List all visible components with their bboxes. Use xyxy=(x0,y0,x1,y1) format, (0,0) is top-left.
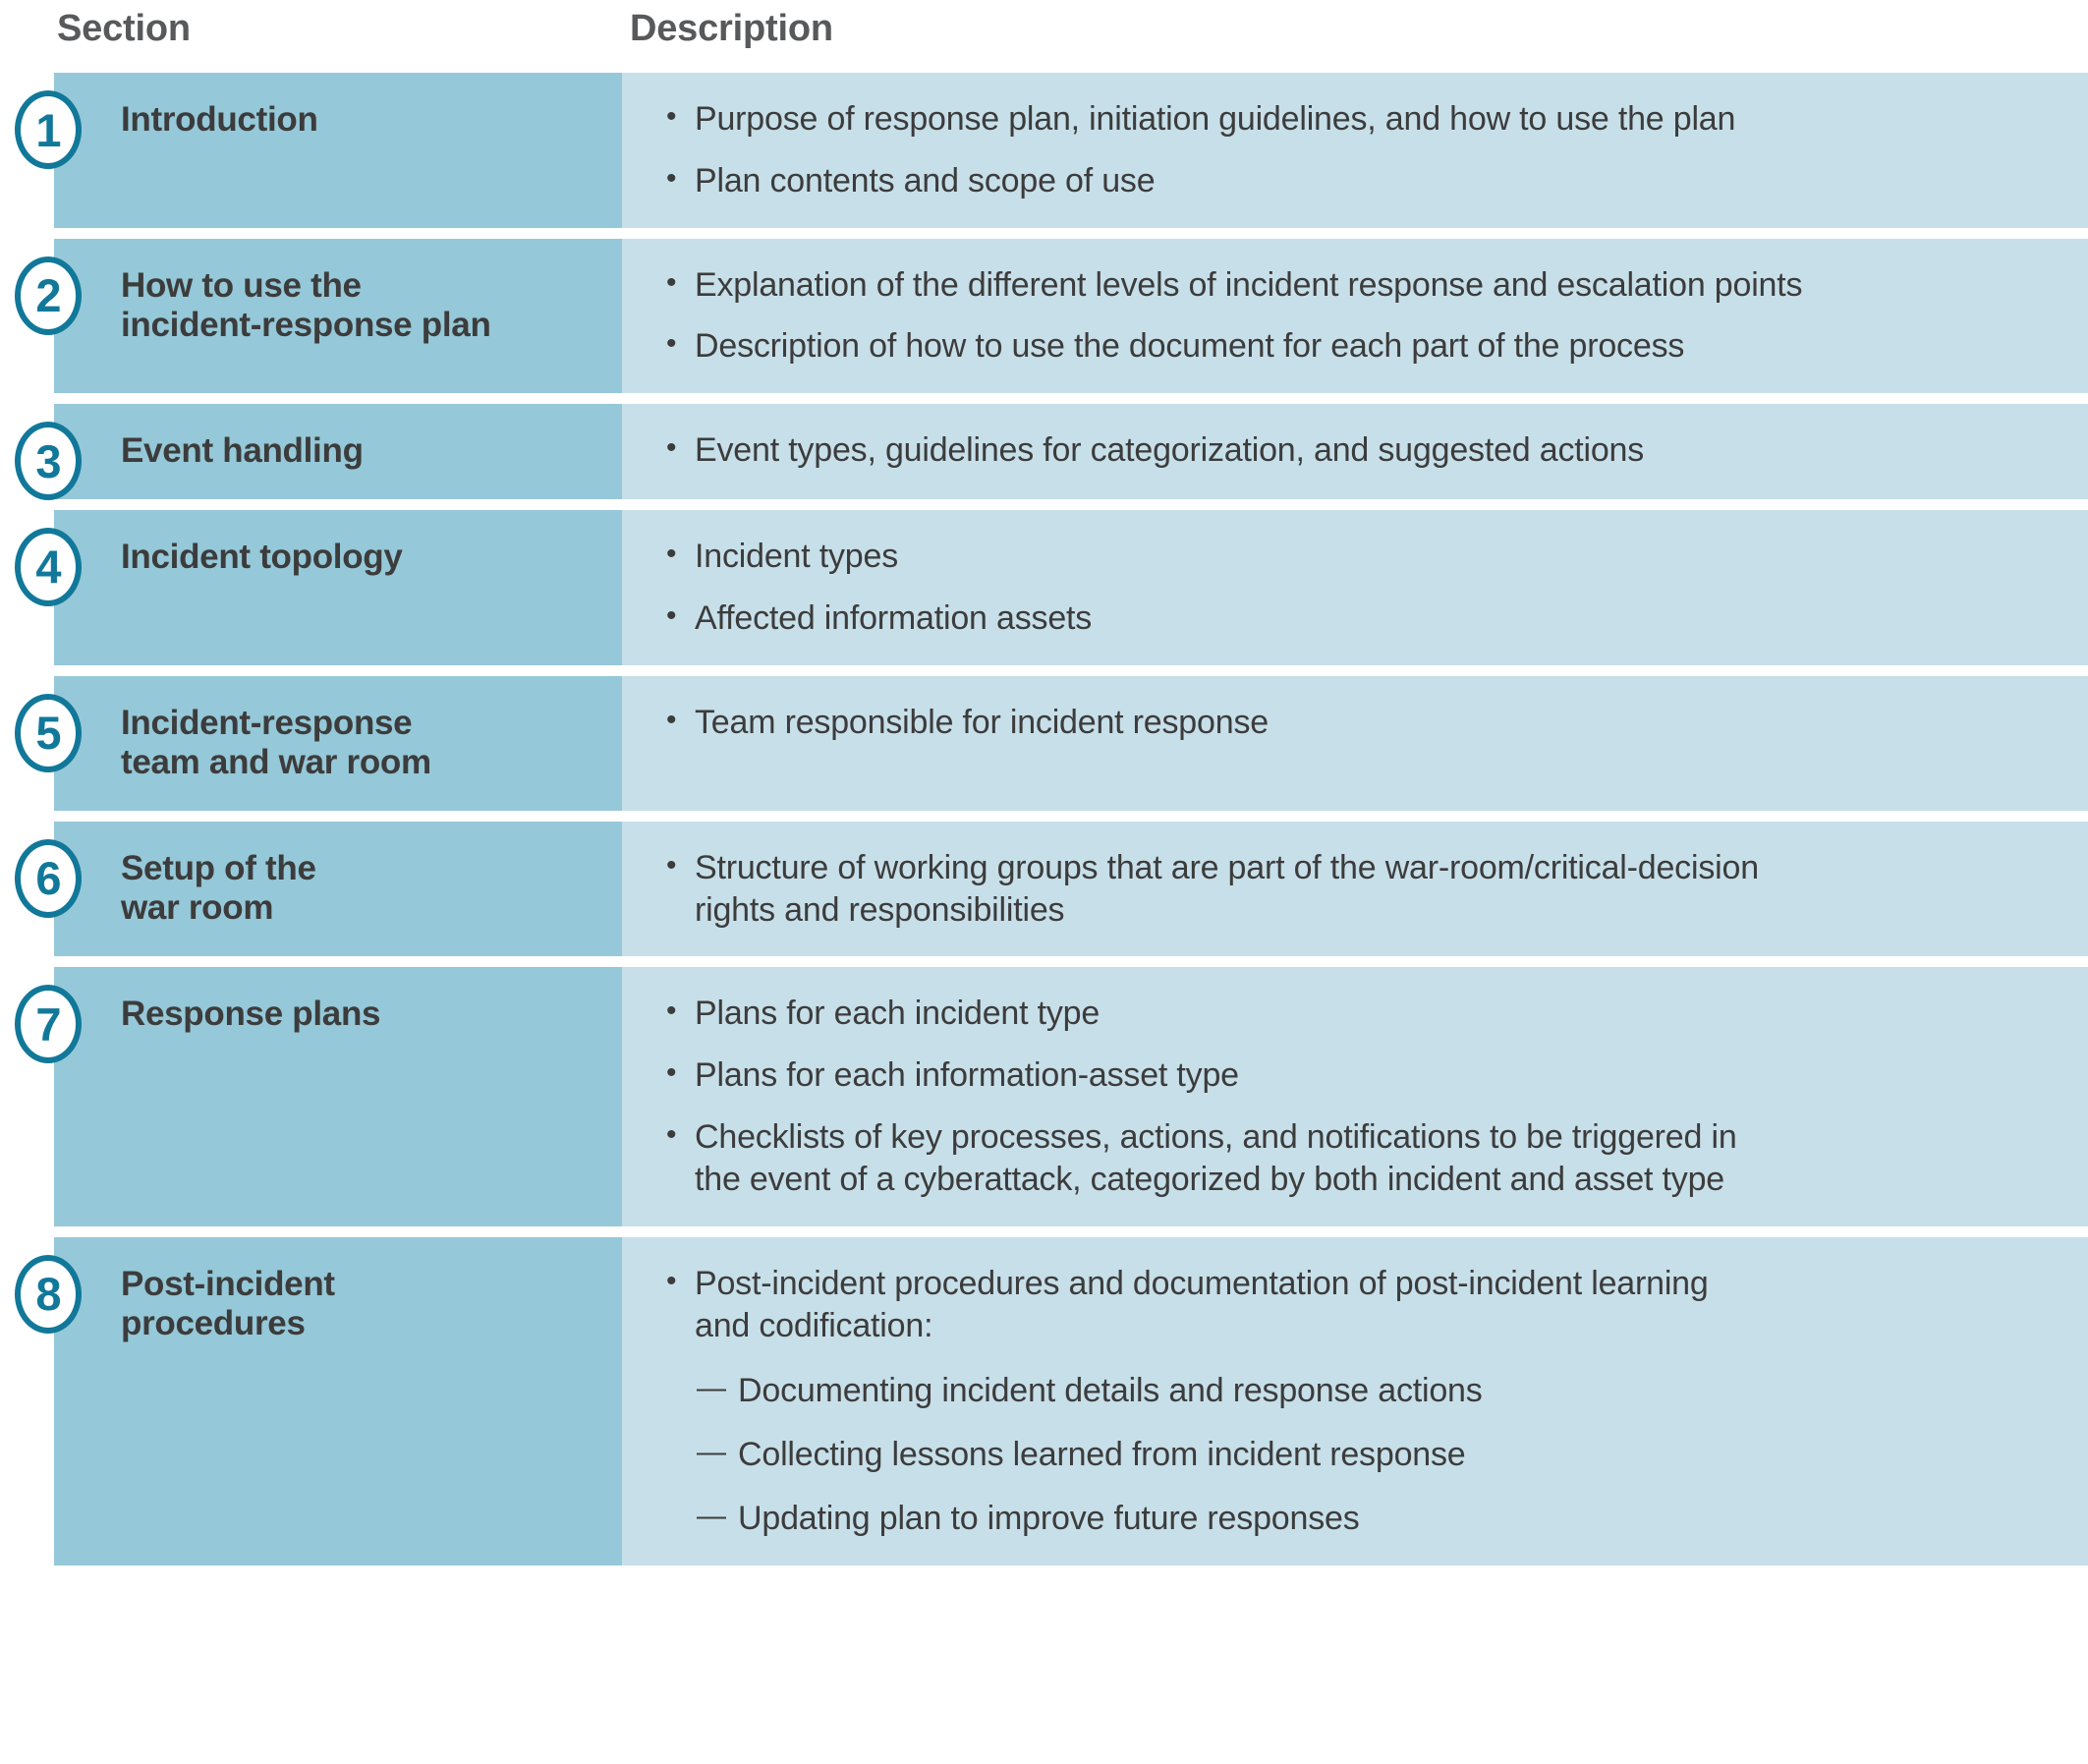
section-cell: 6 Setup of the war room xyxy=(15,821,622,957)
section-number-badge: 7 xyxy=(15,985,82,1064)
table-body: 1 Introduction Purpose of response plan, i… xyxy=(15,73,2088,1565)
column-header-section: Section xyxy=(57,8,191,49)
section-cell: 3 Event handling xyxy=(15,404,622,501)
bullet-text: Incident types xyxy=(695,537,898,575)
section-title: How to use the incident-response plan xyxy=(121,265,491,345)
bullet-text: Plan contents and scope of use xyxy=(695,161,1156,199)
description-bullet-list: Explanation of the different levels of i… xyxy=(666,263,2060,369)
bullet-text: Explanation of the different levels of i… xyxy=(695,265,1803,304)
description-bullet-list: Post-incident procedures and documentati… xyxy=(666,1262,2060,1540)
section-number: 5 xyxy=(35,707,61,760)
bullet-text: Post-incident procedures and documentati… xyxy=(695,1264,1709,1344)
section-cell: 2 How to use the incident-response plan xyxy=(15,238,622,394)
section-number: 4 xyxy=(35,541,61,594)
description-bullet: Affected information assets xyxy=(666,597,2060,640)
section-title: Setup of the war room xyxy=(121,848,316,928)
description-subitem: Updating plan to improve future response… xyxy=(695,1498,2060,1540)
description-cell: Post-incident procedures and documentati… xyxy=(622,1236,2088,1565)
table-header: Section Description xyxy=(0,8,2088,59)
section-title: Post-incident procedures xyxy=(121,1264,335,1343)
section-number: 8 xyxy=(35,1268,61,1321)
section-title: Introduction xyxy=(121,100,318,139)
description-cell: Team responsible for incident response xyxy=(622,675,2088,811)
section-number: 3 xyxy=(35,434,61,487)
table-row: 4 Incident topology Incident typesAffected… xyxy=(15,509,2088,665)
column-header-description: Description xyxy=(630,8,833,49)
description-subitem: Collecting lessons learned from incident… xyxy=(695,1434,2060,1476)
bullet-text: Affected information assets xyxy=(695,598,1093,637)
description-bullet: Checklists of key processes, actions, an… xyxy=(666,1115,2060,1201)
description-bullet-list: Purpose of response plan, initiation gui… xyxy=(666,97,2060,202)
description-subitem-list: Documenting incident details and respons… xyxy=(695,1370,2060,1539)
section-cell: 7 Response plans xyxy=(15,967,622,1226)
bullet-text: Purpose of response plan, initiation gui… xyxy=(695,100,1736,138)
section-number-badge: 3 xyxy=(15,422,82,501)
bullet-text: Checklists of key processes, actions, an… xyxy=(695,1118,1737,1198)
section-number-badge: 2 xyxy=(15,256,82,335)
description-cell: Incident typesAffected information asset… xyxy=(622,509,2088,665)
section-number-badge: 8 xyxy=(15,1254,82,1334)
table-row: 3 Event handling Event types, guidelines f… xyxy=(15,404,2088,501)
section-number-badge: 4 xyxy=(15,527,82,606)
bullet-text: Description of how to use the document f… xyxy=(695,327,1685,366)
description-bullet-list: Plans for each incident typePlans for ea… xyxy=(666,992,2060,1201)
section-title: Incident topology xyxy=(121,537,403,576)
description-bullet-list: Team responsible for incident response xyxy=(666,701,2060,744)
section-number: 1 xyxy=(35,103,61,156)
description-cell: Event types, guidelines for categorizati… xyxy=(622,404,2088,499)
description-bullet: Plans for each incident type xyxy=(666,992,2060,1035)
section-title: Event handling xyxy=(121,431,364,471)
bullet-text: Event types, guidelines for categorizati… xyxy=(695,431,1645,470)
section-number-badge: 6 xyxy=(15,838,82,918)
section-number: 2 xyxy=(35,269,61,322)
table-row: 2 How to use the incident-response plan Ex… xyxy=(15,238,2088,394)
section-cell: 4 Incident topology xyxy=(15,509,622,665)
description-cell: Purpose of response plan, initiation gui… xyxy=(622,73,2088,228)
table-row: 5 Incident-response team and war room Team… xyxy=(15,675,2088,811)
description-bullet: Description of how to use the document f… xyxy=(666,324,2060,368)
description-bullet-list: Structure of working groups that are par… xyxy=(666,846,2060,932)
section-cell: 1 Introduction xyxy=(15,73,622,228)
section-cell: 5 Incident-response team and war room xyxy=(15,675,622,811)
section-title: Response plans xyxy=(121,995,381,1034)
table-row: 1 Introduction Purpose of response plan, i… xyxy=(15,73,2088,228)
section-number-badge: 1 xyxy=(15,90,82,169)
description-bullet: Explanation of the different levels of i… xyxy=(666,263,2060,307)
description-bullet: Structure of working groups that are par… xyxy=(666,846,2060,932)
description-bullet: Plan contents and scope of use xyxy=(666,159,2060,202)
description-bullet: Plans for each information-asset type xyxy=(666,1053,2060,1097)
description-bullet: Incident types xyxy=(666,535,2060,578)
description-bullet: Team responsible for incident response xyxy=(666,701,2060,744)
table-row: 8 Post-incident procedures Post-incident p… xyxy=(15,1236,2088,1565)
section-number: 6 xyxy=(35,852,61,905)
description-cell: Structure of working groups that are par… xyxy=(622,821,2088,957)
description-bullet: Post-incident procedures and documentati… xyxy=(666,1262,2060,1540)
bullet-text: Team responsible for incident response xyxy=(695,703,1269,741)
bullet-text: Plans for each information-asset type xyxy=(695,1056,1239,1095)
description-bullet-list: Event types, guidelines for categorizati… xyxy=(666,428,2060,472)
description-bullet: Purpose of response plan, initiation gui… xyxy=(666,97,2060,141)
section-title: Incident-response team and war room xyxy=(121,703,431,782)
bullet-text: Plans for each incident type xyxy=(695,995,1100,1033)
section-number-badge: 5 xyxy=(15,693,82,772)
description-cell: Explanation of the different levels of i… xyxy=(622,238,2088,394)
description-subitem: Documenting incident details and respons… xyxy=(695,1370,2060,1412)
description-cell: Plans for each incident typePlans for ea… xyxy=(622,967,2088,1226)
table-row: 6 Setup of the war room Structure of worki… xyxy=(15,821,2088,957)
section-cell: 8 Post-incident procedures xyxy=(15,1236,622,1565)
bullet-text: Structure of working groups that are par… xyxy=(695,848,1759,929)
table-row: 7 Response plans Plans for each incident t… xyxy=(15,967,2088,1226)
description-bullet-list: Incident typesAffected information asset… xyxy=(666,535,2060,640)
section-number: 7 xyxy=(35,997,61,1051)
description-bullet: Event types, guidelines for categorizati… xyxy=(666,428,2060,472)
